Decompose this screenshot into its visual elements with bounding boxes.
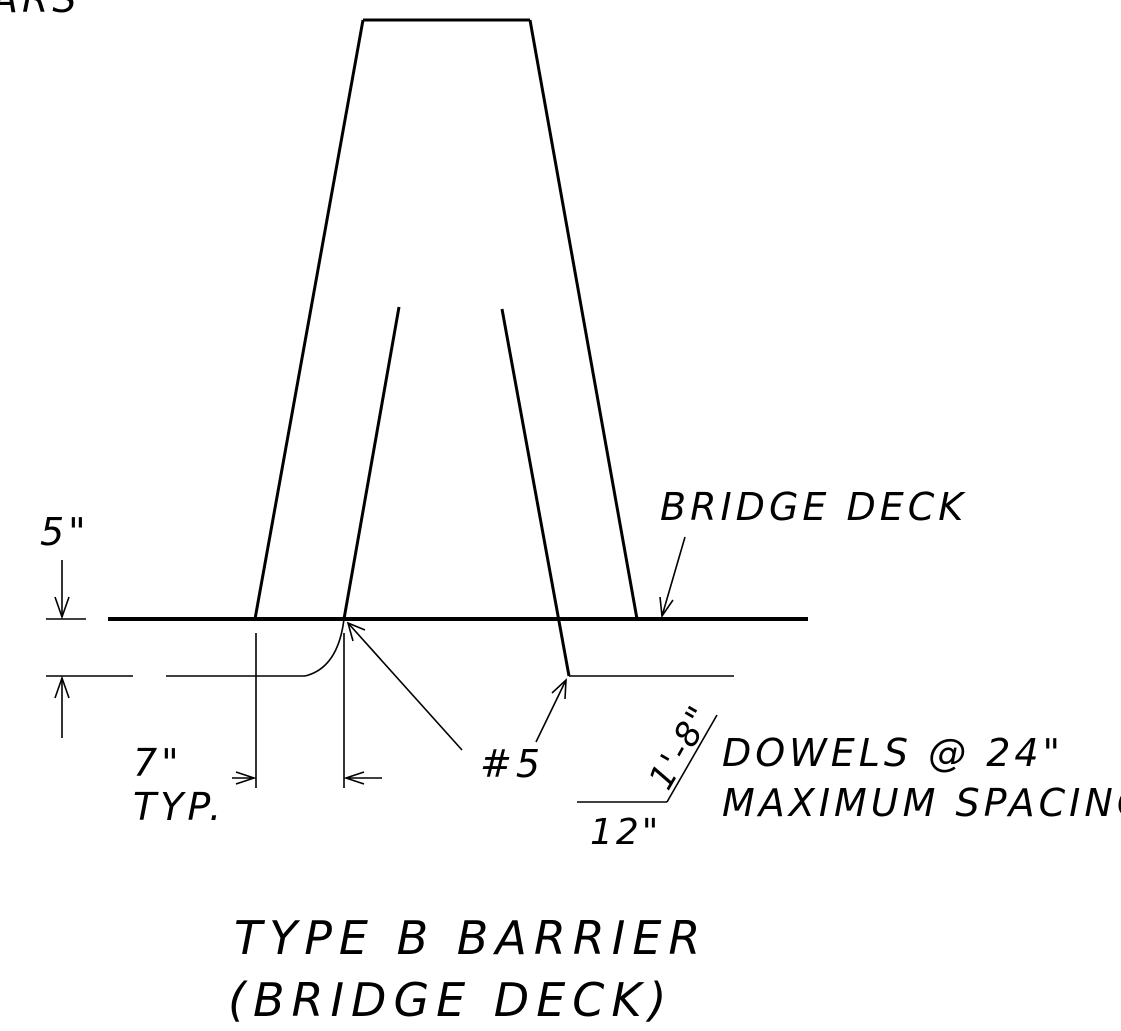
sketch-vertical-leg (666, 714, 718, 803)
bridge-deck-callout: BRIDGE DECK (659, 485, 967, 619)
hook-length-label: 12" (590, 812, 661, 853)
bridge-deck-arrowhead (659, 596, 674, 619)
edge-distance-dimension: 7" TYP. (133, 633, 382, 829)
left-dowel-bar (342, 306, 401, 620)
right-dowel-bar (500, 308, 571, 677)
arrowhead-down (54, 596, 70, 620)
arrowhead-right (235, 771, 257, 785)
bridge-deck-label: BRIDGE DECK (660, 485, 967, 529)
dowel-length-label: 1'-8" (641, 698, 721, 796)
dowel-note-line2: MAXIMUM SPACING (722, 781, 1121, 825)
dowel-shape-sketch: 1'-8" 12" (577, 698, 721, 853)
barrier-right-face (528, 19, 639, 620)
drawing-title-line2: (BRIDGE DECK) (228, 973, 674, 1027)
dowel-note-line1: DOWELS @ 24" (722, 731, 1064, 775)
clipped-label: ARS (0, 0, 81, 21)
bar-size-callout: #5 (346, 621, 567, 786)
edge-distance-label: 7" (133, 741, 183, 785)
deck-thickness-dimension: 5" (40, 510, 133, 738)
leader-left-bar (347, 622, 463, 751)
bar-size-label: #5 (480, 742, 544, 786)
arrowhead-up (54, 675, 70, 699)
bridge-deck-leader (661, 536, 686, 617)
arrowhead-left (343, 771, 365, 785)
edge-distance-typ-label: TYP. (133, 785, 225, 829)
drawing-title-line1: TYPE B BARRIER (234, 911, 707, 965)
leader-right-arrowhead (551, 678, 567, 700)
deck-thickness-label: 5" (40, 510, 90, 554)
leader-right-bar (535, 679, 567, 743)
barrier-left-face (253, 19, 365, 620)
left-dowel-hook-bend (304, 618, 345, 677)
dowel-bars (166, 306, 734, 677)
leader-left-arrowhead (346, 621, 366, 642)
barrier-outline (253, 18, 639, 620)
